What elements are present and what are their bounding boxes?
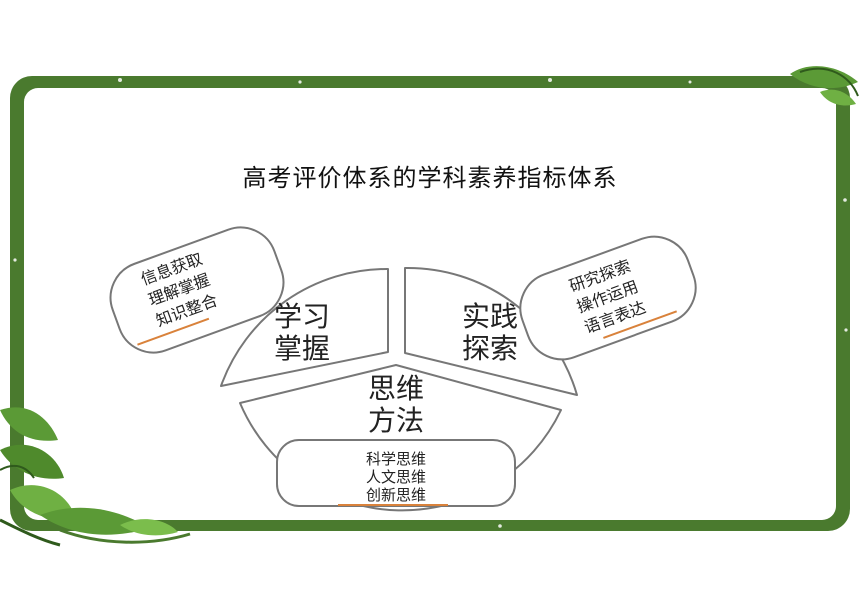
box-right	[519, 235, 697, 361]
segment-practice-line-1: 实践	[462, 300, 518, 333]
segment-thinking-line-2: 方法	[368, 404, 424, 437]
pie-segment-learn	[220, 267, 389, 387]
leaf-decoration-top-right-icon	[790, 66, 859, 106]
box-bottom-line-1: 科学思维	[366, 450, 426, 468]
segment-learn-line-1: 学习	[274, 300, 330, 333]
page-title: 高考评价体系的学科素养指标体系	[242, 164, 618, 192]
leaf-decoration-bottom-left-icon	[0, 407, 191, 547]
box-right-underline	[603, 310, 678, 339]
frame-dots	[13, 78, 848, 528]
segment-thinking-line-1: 思维	[368, 372, 424, 405]
boxes	[109, 226, 697, 507]
box-bottom-text: 科学思维 人文思维 创新思维	[338, 450, 448, 506]
segment-learn-line-2: 掌握	[274, 332, 330, 365]
box-left-underline	[137, 317, 210, 346]
box-bottom-line-2: 人文思维	[366, 468, 426, 486]
box-left	[109, 226, 285, 354]
segment-practice-line-2: 探索	[462, 332, 518, 365]
segment-labels: 学习 掌握 实践 探索 思维 方法	[274, 300, 518, 437]
box-bottom-line-3: 创新思维	[366, 486, 426, 504]
